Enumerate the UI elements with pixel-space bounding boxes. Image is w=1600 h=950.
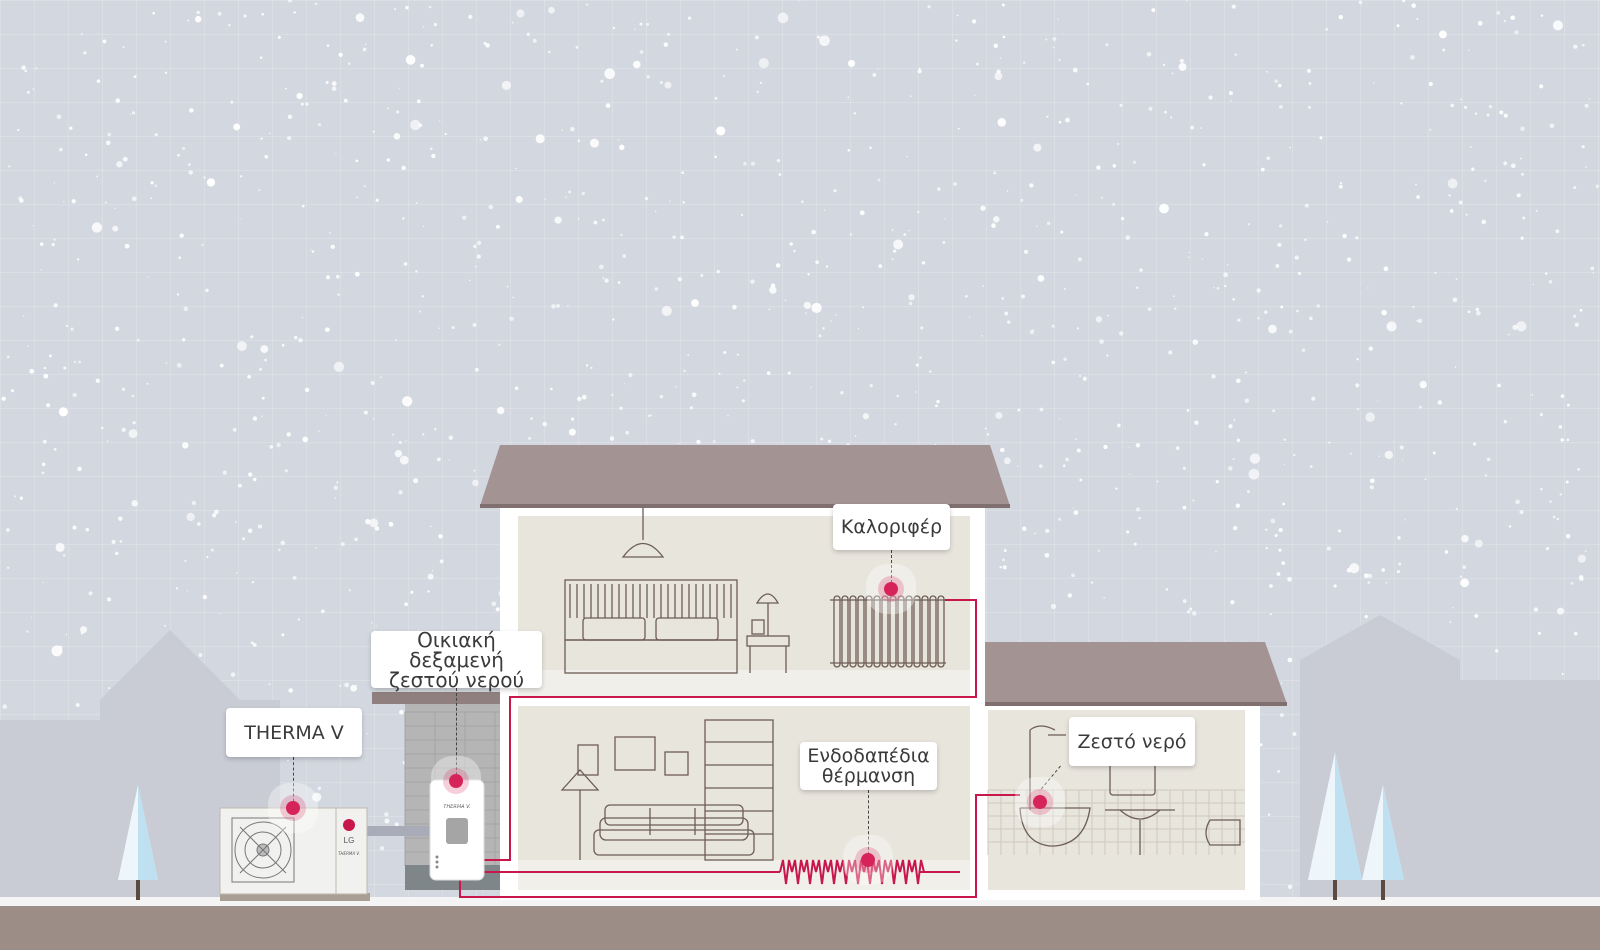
- hotspot-floor-heating[interactable]: [861, 853, 875, 867]
- label-text: θέρμανση: [821, 765, 916, 787]
- label-hot-water[interactable]: Ζεστό νερό: [1069, 717, 1195, 766]
- living-room: [518, 706, 970, 890]
- leader-line: [456, 688, 457, 780]
- label-text: THERMA V: [244, 721, 344, 744]
- ground: [0, 906, 1600, 950]
- hotspot-therma-v[interactable]: [286, 801, 300, 815]
- annex-right-roof: [985, 642, 1287, 704]
- heating-pipes: [459, 599, 1020, 898]
- svg-text:THERMA V.: THERMA V.: [443, 804, 470, 810]
- label-text: Οικιακή δεξαμενή: [409, 627, 504, 672]
- label-text: Ζεστό νερό: [1077, 730, 1187, 753]
- label-text: Ενδοδαπέδια: [807, 745, 930, 767]
- label-hot-water-tank[interactable]: Οικιακή δεξαμενή ζεστού νερού: [371, 627, 542, 692]
- hotspot-hot-water-tank[interactable]: [449, 774, 463, 788]
- leader-line: [891, 550, 892, 588]
- label-text: ζεστού νερού: [388, 667, 525, 692]
- label-therma-v[interactable]: THERMA V: [226, 708, 362, 757]
- hotspot-hot-water[interactable]: [1033, 795, 1047, 809]
- brand-therma: THERMA V.: [338, 851, 360, 856]
- lg-logo-icon: [343, 819, 355, 831]
- label-radiator[interactable]: Καλοριφέρ: [833, 504, 950, 550]
- annex-roof: [372, 692, 505, 704]
- leader-line: [293, 757, 294, 807]
- hot-water-tank: THERMA V.: [429, 779, 485, 881]
- tree-icon: [118, 785, 158, 900]
- hotspot-radiator[interactable]: [884, 582, 898, 596]
- main-roof: [480, 445, 1010, 506]
- label-text: Καλοριφέρ: [840, 516, 943, 538]
- brand-lg: LG: [344, 836, 355, 845]
- tree-icon: [1308, 752, 1404, 900]
- outdoor-unit: LG THERMA V.: [219, 807, 432, 901]
- furniture: [560, 508, 1241, 861]
- leader-line: [868, 790, 869, 860]
- label-floor-heating[interactable]: Ενδοδαπέδια θέρμανση: [800, 742, 937, 790]
- snow-ground: [0, 897, 1600, 907]
